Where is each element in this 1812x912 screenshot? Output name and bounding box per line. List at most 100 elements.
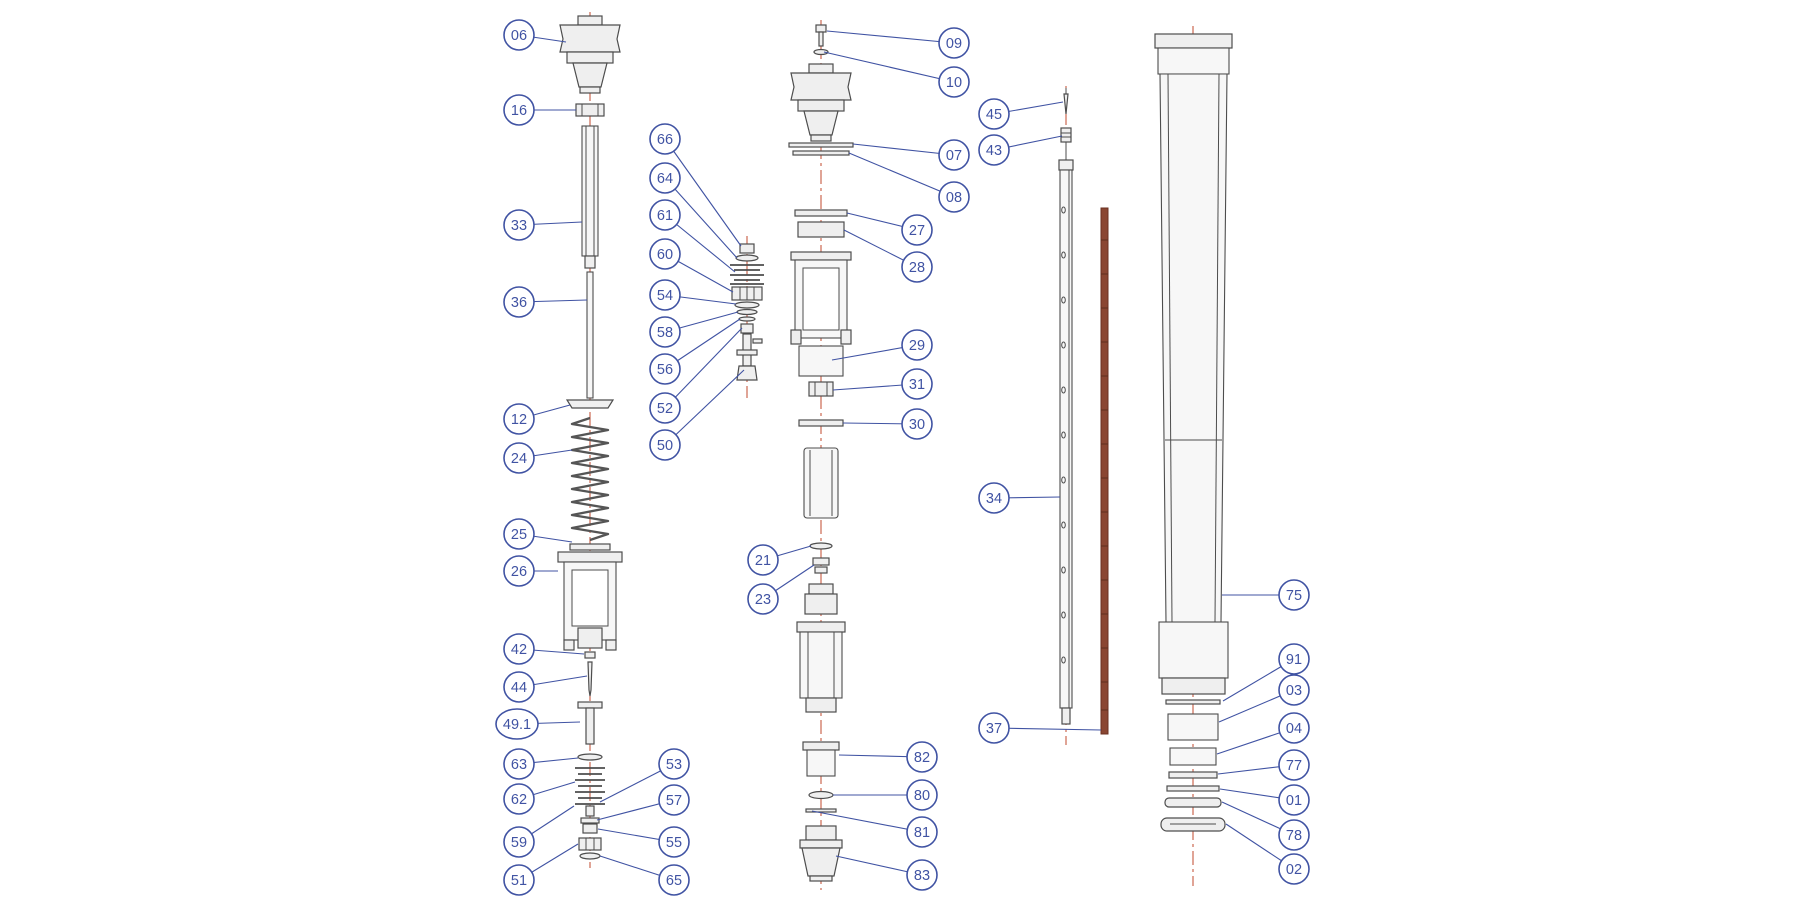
callout-49-1: 49.1 bbox=[495, 708, 581, 740]
callout-81: 81 bbox=[811, 810, 938, 848]
svg-text:62: 62 bbox=[511, 792, 527, 808]
svg-text:80: 80 bbox=[914, 788, 930, 804]
washer-top bbox=[577, 753, 603, 761]
svg-text:26: 26 bbox=[511, 564, 527, 580]
needle bbox=[587, 661, 593, 697]
svg-text:54: 54 bbox=[657, 288, 673, 304]
svg-text:16: 16 bbox=[511, 103, 527, 119]
callout-10: 10 bbox=[823, 51, 970, 98]
shim-stack-left bbox=[575, 767, 605, 860]
svg-text:83: 83 bbox=[914, 868, 930, 884]
adjuster-needle bbox=[1060, 88, 1072, 160]
callout-01: 01 bbox=[1219, 784, 1310, 816]
callout-16: 16 bbox=[503, 94, 576, 126]
seal-kit-stack bbox=[1160, 699, 1226, 832]
svg-text:02: 02 bbox=[1286, 862, 1302, 878]
svg-text:91: 91 bbox=[1286, 652, 1302, 668]
svg-text:59: 59 bbox=[511, 835, 527, 851]
callout-53: 53 bbox=[599, 748, 690, 803]
svg-text:64: 64 bbox=[657, 171, 673, 187]
callout-37: 37 bbox=[978, 712, 1102, 744]
svg-text:82: 82 bbox=[914, 750, 930, 766]
middle-fork-cap bbox=[790, 63, 852, 142]
svg-text:12: 12 bbox=[511, 412, 527, 428]
adjuster-pin bbox=[584, 651, 596, 659]
fork-cap bbox=[559, 15, 621, 94]
damper-lower-body bbox=[796, 621, 846, 713]
svg-text:10: 10 bbox=[946, 75, 962, 91]
callout-31: 31 bbox=[832, 368, 933, 400]
callout-43: 43 bbox=[978, 134, 1063, 166]
cartridge-tube bbox=[581, 125, 599, 269]
callout-27: 27 bbox=[846, 212, 933, 246]
callout-60: 60 bbox=[649, 238, 734, 293]
svg-text:56: 56 bbox=[657, 362, 673, 378]
svg-text:75: 75 bbox=[1286, 588, 1302, 604]
svg-text:77: 77 bbox=[1286, 758, 1302, 774]
svg-text:28: 28 bbox=[909, 260, 925, 276]
callout-12: 12 bbox=[503, 403, 571, 435]
svg-text:24: 24 bbox=[511, 451, 527, 467]
cartridge-body bbox=[557, 551, 623, 651]
callout-52: 52 bbox=[649, 327, 743, 424]
svg-text:30: 30 bbox=[909, 417, 925, 433]
callout-61: 61 bbox=[649, 199, 736, 273]
damper-upper-body bbox=[790, 251, 852, 427]
svg-text:81: 81 bbox=[914, 825, 930, 841]
svg-text:53: 53 bbox=[666, 757, 682, 773]
callout-56: 56 bbox=[649, 318, 741, 385]
svg-text:66: 66 bbox=[657, 132, 673, 148]
callout-65: 65 bbox=[599, 855, 690, 896]
callout-21: 21 bbox=[747, 544, 812, 576]
svg-text:33: 33 bbox=[511, 218, 527, 234]
compression-valve-stack bbox=[730, 243, 764, 381]
callout-63: 63 bbox=[503, 748, 579, 780]
main-spring bbox=[570, 416, 610, 542]
svg-text:06: 06 bbox=[511, 28, 527, 44]
callout-36: 36 bbox=[503, 286, 588, 318]
callout-28: 28 bbox=[843, 229, 933, 283]
callout-08: 08 bbox=[848, 152, 970, 213]
callout-06: 06 bbox=[503, 19, 567, 51]
spring-washer bbox=[565, 399, 615, 409]
svg-text:78: 78 bbox=[1286, 828, 1302, 844]
svg-text:27: 27 bbox=[909, 223, 925, 239]
piston-sleeve bbox=[803, 447, 839, 519]
callout-04: 04 bbox=[1216, 712, 1310, 755]
svg-text:04: 04 bbox=[1286, 721, 1302, 737]
svg-text:08: 08 bbox=[946, 190, 962, 206]
svg-text:55: 55 bbox=[666, 835, 682, 851]
callout-26: 26 bbox=[503, 555, 558, 587]
callout-80: 80 bbox=[833, 779, 938, 811]
callout-03: 03 bbox=[1218, 674, 1310, 723]
callout-62: 62 bbox=[503, 781, 576, 815]
svg-text:29: 29 bbox=[909, 338, 925, 354]
svg-text:21: 21 bbox=[755, 553, 771, 569]
adjuster-shaft bbox=[577, 701, 603, 745]
callout-91: 91 bbox=[1222, 643, 1310, 702]
callout-02: 02 bbox=[1225, 823, 1310, 885]
svg-text:03: 03 bbox=[1286, 683, 1302, 699]
svg-text:37: 37 bbox=[986, 721, 1002, 737]
callout-75: 75 bbox=[1222, 579, 1310, 611]
callout-77: 77 bbox=[1217, 749, 1310, 781]
svg-text:36: 36 bbox=[511, 295, 527, 311]
callout-07: 07 bbox=[852, 139, 970, 171]
svg-text:07: 07 bbox=[946, 148, 962, 164]
outer-tube bbox=[1154, 33, 1233, 695]
callout-51: 51 bbox=[503, 843, 579, 896]
svg-text:58: 58 bbox=[657, 325, 673, 341]
svg-text:57: 57 bbox=[666, 793, 682, 809]
svg-text:01: 01 bbox=[1286, 793, 1302, 809]
svg-text:43: 43 bbox=[986, 143, 1002, 159]
bottom-fitting-stack bbox=[799, 741, 843, 882]
damper-rod bbox=[1058, 159, 1074, 725]
callout-29: 29 bbox=[831, 329, 933, 361]
svg-text:45: 45 bbox=[986, 107, 1002, 123]
callout-24: 24 bbox=[503, 442, 573, 474]
svg-text:65: 65 bbox=[666, 873, 682, 889]
callout-42: 42 bbox=[503, 633, 585, 665]
svg-text:51: 51 bbox=[511, 873, 527, 889]
callout-50: 50 bbox=[649, 369, 745, 461]
